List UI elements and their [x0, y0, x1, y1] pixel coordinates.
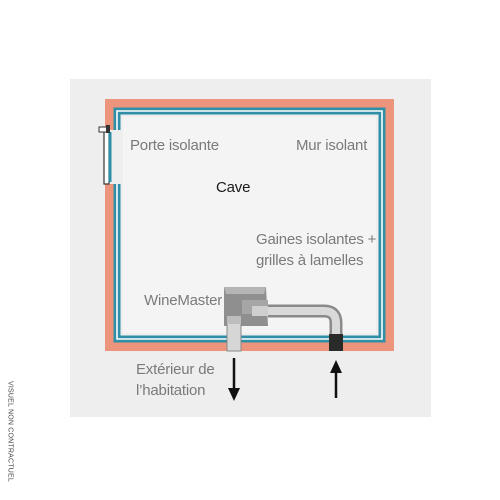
- exhaust-duct: [226, 316, 242, 352]
- insulated-door: [103, 129, 112, 185]
- ducts-label: Gaines isolantes + grilles à lamelles: [256, 231, 377, 269]
- wall-label: Mur isolant: [296, 137, 368, 154]
- up-arrow-icon: [330, 360, 342, 398]
- door-label: Porte isolante: [130, 137, 219, 154]
- exterior-label: Extérieur de l’habitation: [136, 361, 215, 399]
- intake-duct: [268, 304, 343, 351]
- winemaster-label: WineMaster: [144, 292, 223, 309]
- door-hinge-icon: [98, 125, 110, 133]
- cellar-label: Cave: [216, 179, 251, 196]
- disclaimer-text: VISUEL NON CONTRACTUEL: [6, 381, 14, 482]
- down-arrow-icon: [228, 358, 240, 401]
